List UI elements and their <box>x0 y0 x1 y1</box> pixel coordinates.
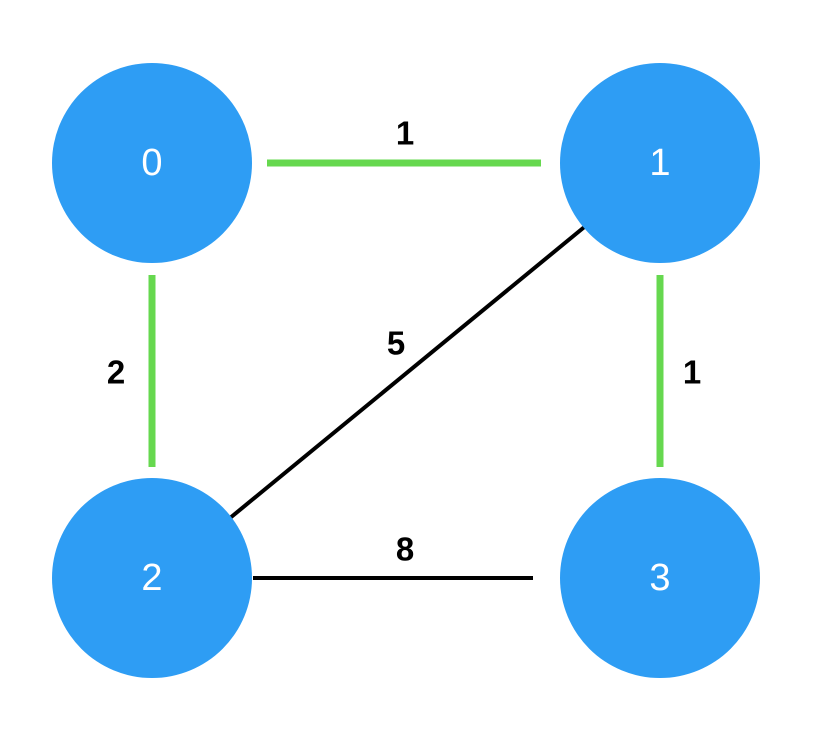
node-circle-3[interactable] <box>560 478 760 678</box>
edge-weight-label-0-1: 1 <box>396 115 414 152</box>
node-circle-1[interactable] <box>560 63 760 263</box>
node-circle-0[interactable] <box>52 63 252 263</box>
edge-weight-label-0-2: 2 <box>107 354 125 391</box>
graph-node-1[interactable]: 1 <box>560 63 760 263</box>
nodes-layer: 0 1 2 3 <box>52 63 760 678</box>
graph-node-3[interactable]: 3 <box>560 478 760 678</box>
node-label-0: 0 <box>141 142 162 184</box>
node-circle-2[interactable] <box>52 478 252 678</box>
graph-node-2[interactable]: 2 <box>52 478 252 678</box>
edge-weight-label-1-3: 1 <box>683 354 701 391</box>
node-label-1: 1 <box>649 142 670 184</box>
graph-edge-1-2[interactable] <box>228 222 590 520</box>
node-label-3: 3 <box>649 557 670 599</box>
edges-layer <box>148 159 664 580</box>
edge-weight-label-1-2: 5 <box>387 325 405 362</box>
graph-node-0[interactable]: 0 <box>52 63 252 263</box>
edge-weight-label-2-3: 8 <box>396 531 414 568</box>
edge-labels-layer: 1 2 1 5 8 <box>107 115 701 568</box>
node-label-2: 2 <box>141 557 162 599</box>
